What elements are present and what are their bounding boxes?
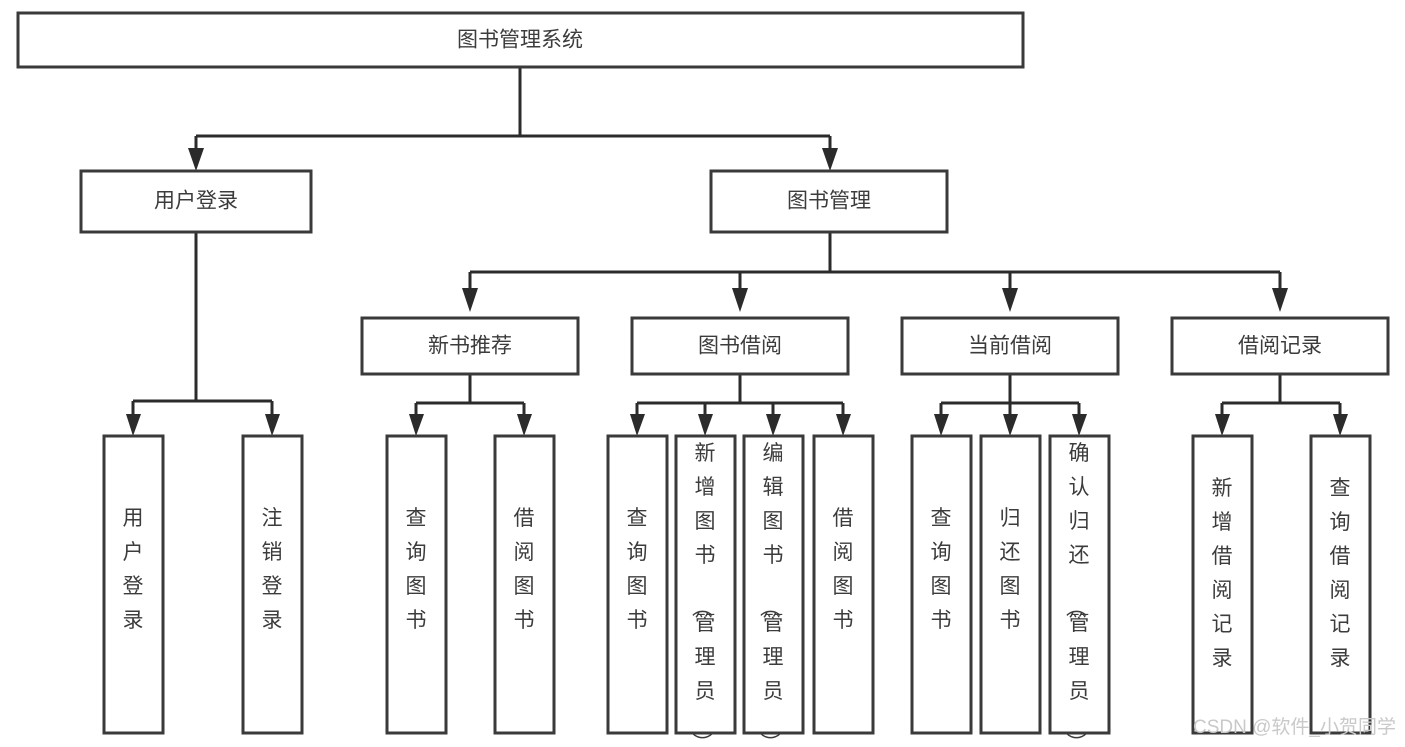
node-borrow-record-label: 借阅记录 (1238, 335, 1322, 358)
node-new-book-recommend[interactable]: 新书推荐 (360, 316, 580, 376)
node-new-book-recommend-label: 新书推荐 (428, 335, 512, 358)
arrow-jyjl-c2 (1333, 414, 1348, 436)
leaf-book-borrow-3-label: 借阅图书 (833, 507, 854, 632)
leaf-current-borrow-0[interactable]: 查询图书 (910, 434, 973, 735)
arrow-jyjl-c1 (1215, 414, 1230, 436)
leaf-current-borrow-1[interactable]: 归还图书 (979, 434, 1042, 735)
edge-layer (126, 67, 1348, 436)
node-root-label: 图书管理系统 (457, 29, 583, 52)
leaf-book-borrow-1-box[interactable] (674, 434, 737, 735)
leaf-current-borrow-0-label: 查询图书 (931, 507, 952, 632)
arrow-tsjy-c4 (836, 414, 851, 436)
leaf-book-borrow-2-label: 编辑图书（管理员） (758, 442, 784, 747)
leaf-user-login-0[interactable]: 用户登录 (102, 434, 165, 735)
leaf-user-login-0-box[interactable] (102, 434, 165, 735)
arrow-bm-c4 (1272, 288, 1288, 312)
arrow-book-manage (822, 148, 838, 171)
arrow-bm-c1 (462, 288, 478, 312)
leaf-book-borrow-0[interactable]: 查询图书 (606, 434, 669, 735)
leaf-borrow-record-1-box[interactable] (1309, 434, 1372, 735)
leaf-book-borrow-0-label: 查询图书 (627, 507, 648, 632)
leaf-new-book-recommend-0-box[interactable] (385, 434, 448, 735)
node-book-manage[interactable]: 图书管理 (709, 169, 949, 234)
arrow-dqjy-c2 (1003, 414, 1018, 436)
node-current-borrow-label: 当前借阅 (968, 335, 1052, 358)
node-borrow-record[interactable]: 借阅记录 (1170, 316, 1390, 376)
arrow-user-login (188, 148, 204, 171)
leaf-user-login-1-box[interactable] (241, 434, 304, 735)
leaf-current-borrow-2-box[interactable] (1048, 434, 1111, 735)
node-root[interactable]: 图书管理系统 (16, 11, 1025, 69)
leaf-new-book-recommend-0-label: 查询图书 (406, 507, 427, 632)
node-current-borrow-box[interactable] (900, 316, 1120, 376)
arrow-userlogin-c1 (126, 414, 141, 436)
node-book-borrow-box[interactable] (630, 316, 850, 376)
leaf-user-login-0-label: 用户登录 (123, 507, 144, 632)
node-user-login[interactable]: 用户登录 (79, 169, 313, 234)
node-root-box[interactable] (16, 11, 1025, 69)
leaf-current-borrow-1-label: 归还图书 (1000, 507, 1021, 632)
arrow-xsh-c2 (517, 414, 532, 436)
leaf-borrow-record-0-label: 新增借阅记录 (1212, 477, 1233, 670)
leaf-new-book-recommend-0[interactable]: 查询图书 (385, 434, 448, 735)
leaf-borrow-record-1[interactable]: 查询借阅记录 (1309, 434, 1372, 735)
leaf-current-borrow-2-label: 确认归还（管理员） (1064, 442, 1090, 747)
node-borrow-record-box[interactable] (1170, 316, 1390, 376)
leaf-current-borrow-1-box[interactable] (979, 434, 1042, 735)
arrow-userlogin-c2 (265, 414, 280, 436)
arrow-tsjy-c3 (766, 414, 781, 436)
arrow-bm-c2 (732, 288, 748, 312)
leaf-new-book-recommend-1-box[interactable] (493, 434, 556, 735)
leaf-borrow-record-0-box[interactable] (1191, 434, 1254, 735)
node-current-borrow[interactable]: 当前借阅 (900, 316, 1120, 376)
leaf-book-borrow-1-label: 新增图书（管理员） (690, 442, 716, 747)
csdn-watermark: CSDN @软件_小贺同学 (1193, 716, 1396, 738)
leaf-current-borrow-0-box[interactable] (910, 434, 973, 735)
leaf-user-login-1[interactable]: 注销登录 (241, 434, 304, 735)
node-new-book-recommend-box[interactable] (360, 316, 580, 376)
node-book-borrow-label: 图书借阅 (698, 335, 782, 358)
leaf-book-borrow-3-box[interactable] (812, 434, 875, 735)
arrow-tsjy-c2 (698, 414, 713, 436)
arrow-tsjy-c1 (630, 414, 645, 436)
arrow-dqjy-c1 (934, 414, 949, 436)
leaf-current-borrow-2[interactable]: 确认归还（管理员） (1048, 434, 1111, 747)
leaf-borrow-record-1-label: 查询借阅记录 (1330, 477, 1351, 670)
node-book-borrow[interactable]: 图书借阅 (630, 316, 850, 376)
node-book-manage-label: 图书管理 (787, 190, 871, 213)
leaf-book-borrow-2-box[interactable] (742, 434, 805, 735)
arrow-xsh-c1 (409, 414, 424, 436)
leaf-user-login-1-label: 注销登录 (262, 507, 283, 632)
arrow-dqjy-c3 (1072, 414, 1087, 436)
arrow-bm-c3 (1002, 288, 1018, 312)
leaf-new-book-recommend-1-label: 借阅图书 (514, 507, 535, 632)
node-user-login-box[interactable] (79, 169, 313, 234)
node-book-manage-box[interactable] (709, 169, 949, 234)
leaf-new-book-recommend-1[interactable]: 借阅图书 (493, 434, 556, 735)
leaf-book-borrow-1[interactable]: 新增图书（管理员） (674, 434, 737, 747)
leaf-book-borrow-2[interactable]: 编辑图书（管理员） (742, 434, 805, 747)
leaf-book-borrow-0-box[interactable] (606, 434, 669, 735)
leaf-book-borrow-3[interactable]: 借阅图书 (812, 434, 875, 735)
leaf-borrow-record-0[interactable]: 新增借阅记录 (1191, 434, 1254, 735)
node-user-login-label: 用户登录 (154, 190, 238, 213)
